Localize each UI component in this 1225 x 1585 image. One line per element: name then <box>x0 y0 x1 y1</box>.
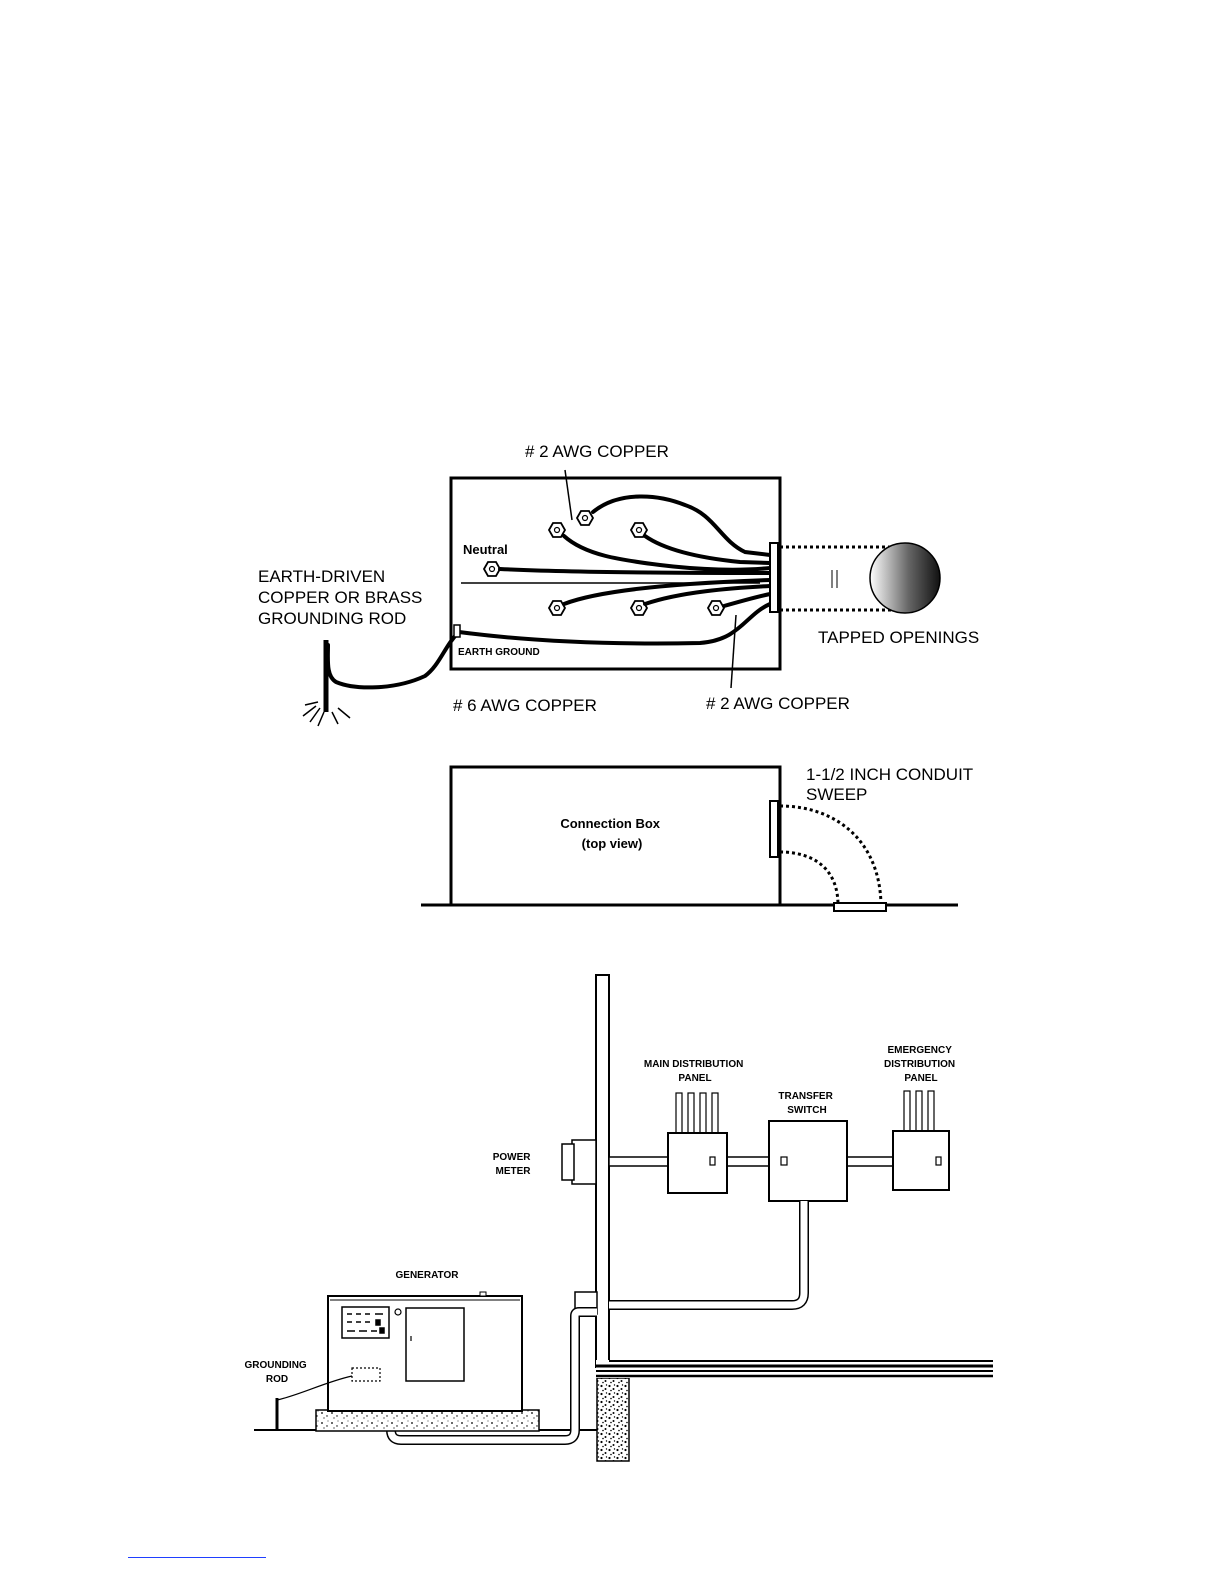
leader-line-bottom <box>731 615 736 688</box>
floor-slab <box>596 1360 993 1378</box>
power-meter-label: POWER METER <box>493 1152 534 1177</box>
conduit-sweep-inner <box>780 852 838 905</box>
opening-sphere <box>870 543 940 613</box>
ground-wire-label: # 6 AWG COPPER <box>453 696 597 715</box>
wiring-figure: # 2 AWG COPPER Neutral EARTH GROUND <box>258 442 979 726</box>
installation-figure: POWER METER MAIN DISTRIBUTION PANEL <box>244 975 993 1461</box>
tapped-plate <box>770 543 778 612</box>
top-view-figure: Connection Box (top view) 1-1/2 INCH CON… <box>421 765 978 911</box>
grounding-rod-label: GROUNDING ROD <box>244 1360 309 1385</box>
conduit-label: 1-1/2 INCH CONDUIT SWEEP <box>806 765 978 804</box>
terminal-nut <box>708 601 724 615</box>
transfer-switch-label: TRANSFER SWITCH <box>778 1091 835 1116</box>
wire-label-bottom: # 2 AWG COPPER <box>706 694 850 713</box>
access-door <box>406 1308 464 1381</box>
tapped-openings-label: TAPPED OPENINGS <box>818 628 979 647</box>
terminal-nut <box>484 562 500 576</box>
foundation <box>597 1378 629 1461</box>
vent-louver <box>352 1368 380 1381</box>
feeder-conduits <box>609 1157 893 1166</box>
ground-lug <box>454 625 460 637</box>
power-meter <box>562 1140 596 1184</box>
generator-feed-conduit <box>609 1201 804 1305</box>
footer-rule <box>128 1557 266 1558</box>
terminal-nut <box>577 511 593 525</box>
conduit-sweep-outer <box>780 806 881 905</box>
generator <box>328 1292 522 1411</box>
transfer-switch <box>769 1121 847 1201</box>
main-panel-label: MAIN DISTRIBUTION PANEL <box>644 1059 746 1084</box>
generator-label: GENERATOR <box>396 1270 460 1281</box>
building-wall <box>596 975 609 1367</box>
indicator-light <box>395 1309 401 1315</box>
neutral-label: Neutral <box>463 542 508 557</box>
emergency-distribution-panel <box>893 1091 949 1190</box>
concrete-pad <box>316 1410 539 1431</box>
emergency-panel-label: EMERGENCY DISTRIBUTION PANEL <box>884 1045 958 1084</box>
conduit-plate <box>770 801 778 857</box>
rod-label: EARTH-DRIVEN COPPER OR BRASS GROUNDING R… <box>258 567 427 628</box>
main-distribution-panel <box>668 1093 727 1193</box>
earth-ground-label: EARTH GROUND <box>458 647 540 658</box>
conduit-base <box>834 903 886 911</box>
wire-label-top: # 2 AWG COPPER <box>525 442 669 461</box>
